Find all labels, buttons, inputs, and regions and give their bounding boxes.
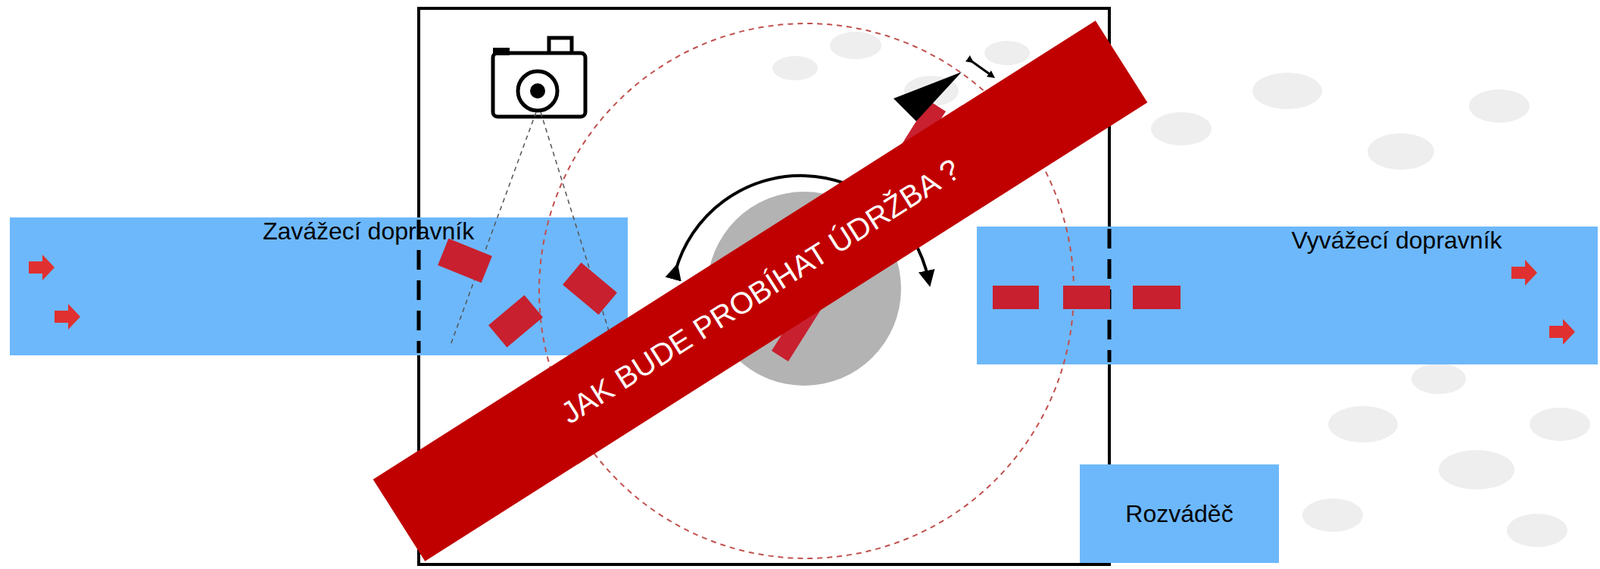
camera-view [449,112,537,347]
part [562,262,618,316]
part [1063,285,1111,309]
reach-circle [539,23,1074,559]
part [992,285,1039,309]
part [437,238,493,283]
gripper [893,71,962,122]
part [488,295,543,348]
rotation-arrow [675,175,929,279]
camera-view [540,112,610,334]
robot-arm [779,106,938,356]
control-cabinet: Rozváděč [1079,464,1279,563]
part [1132,285,1181,309]
camera-icon [492,37,586,117]
node-label: Zavážecí dopravník [262,217,475,246]
outfeed-conveyor: Vyvážecí dopravník [976,226,1598,365]
stroke-arrow [970,60,992,76]
node-label: Vyvážecí dopravník [1291,226,1502,255]
node-label: Rozváděč [1125,499,1233,528]
boundary-dash [417,219,422,353]
boundary-dash [1107,228,1112,362]
flow-arrows [28,254,1576,345]
infeed-conveyor: Zavážecí dopravník [9,217,628,356]
robot-base [707,191,902,386]
